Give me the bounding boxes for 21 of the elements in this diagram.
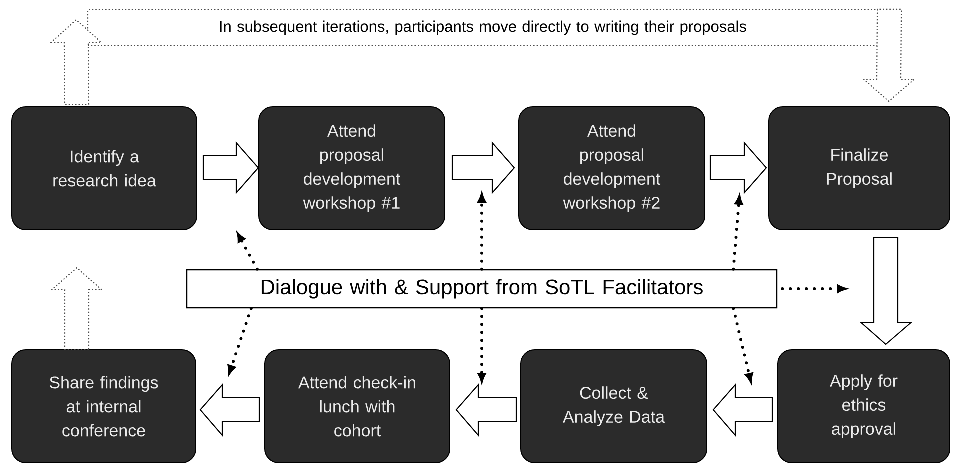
arrow [237,233,259,271]
process-box: Share findings at internal conference [12,350,196,464]
block-arrow [50,19,103,106]
process-box: Identify a research idea [12,106,198,230]
process-box: Apply for ethics approval [778,350,950,464]
block-arrow [862,8,916,102]
block-arrow [860,236,913,346]
block-arrow [452,142,516,194]
process-box: Attend proposal development workshop #1 [258,106,446,230]
block-arrow [200,384,260,437]
note-box: In subsequent iterations, participants move directly to writing their proposals [87,9,879,47]
callout-box: Dialogue with & Support from SoTL Facilitators [186,269,778,309]
block-arrow [50,267,104,350]
process-box: Attend check-in lunch with cohort [264,350,450,464]
block-arrow [202,142,260,194]
process-box: Collect & Analyze Data [520,350,708,464]
block-arrow [456,384,518,437]
process-box: Finalize Proposal [768,106,950,230]
block-arrow [710,142,768,194]
block-arrow [712,384,774,437]
process-box: Attend proposal development workshop #2 [518,106,706,230]
